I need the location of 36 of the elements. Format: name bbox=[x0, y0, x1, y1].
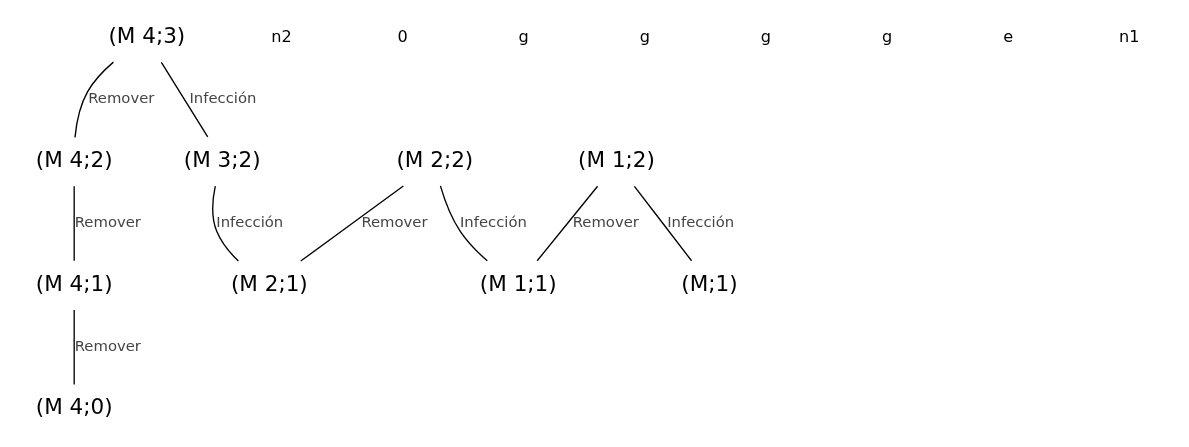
node-text: (M 1;1) bbox=[479, 270, 557, 296]
edge-label: Remover bbox=[360, 213, 428, 231]
edge-label: Remover bbox=[572, 213, 639, 231]
node-text: (M 4;0) bbox=[35, 394, 113, 420]
edge-label: Infección bbox=[459, 213, 527, 231]
label: n1 bbox=[1118, 26, 1140, 46]
connector bbox=[160, 61, 208, 138]
label: n2 bbox=[270, 26, 292, 46]
label: e bbox=[1002, 26, 1013, 46]
node-text: (M 1;2) bbox=[577, 146, 655, 172]
node-text: (M 3;2) bbox=[183, 146, 261, 172]
connector bbox=[439, 185, 488, 262]
edge-label: Infección bbox=[215, 213, 283, 231]
edge-label: Remover bbox=[87, 89, 154, 107]
edge-label: Infección bbox=[188, 89, 256, 107]
edge-label: Remover bbox=[74, 213, 141, 231]
connector bbox=[633, 185, 692, 262]
label: g bbox=[760, 26, 771, 46]
node-text: (M 4;3) bbox=[107, 22, 185, 48]
connector bbox=[299, 185, 404, 262]
label: g bbox=[881, 26, 892, 46]
connector bbox=[211, 185, 239, 262]
node-text: (M 2;2) bbox=[395, 146, 473, 172]
node-text: (M 2;1) bbox=[230, 270, 308, 296]
label: g bbox=[518, 26, 529, 46]
connector bbox=[73, 61, 114, 138]
connector bbox=[536, 185, 598, 262]
edge-label: Remover bbox=[74, 337, 141, 355]
connector bbox=[73, 309, 75, 386]
node-text: (M 4;1) bbox=[35, 270, 113, 296]
node-text: (M 4;2) bbox=[35, 146, 113, 172]
edge-label: Infección bbox=[666, 213, 734, 231]
node-text: (M;1) bbox=[680, 270, 738, 296]
label: 0 bbox=[396, 26, 408, 46]
connector bbox=[73, 185, 75, 262]
label: g bbox=[639, 26, 650, 46]
